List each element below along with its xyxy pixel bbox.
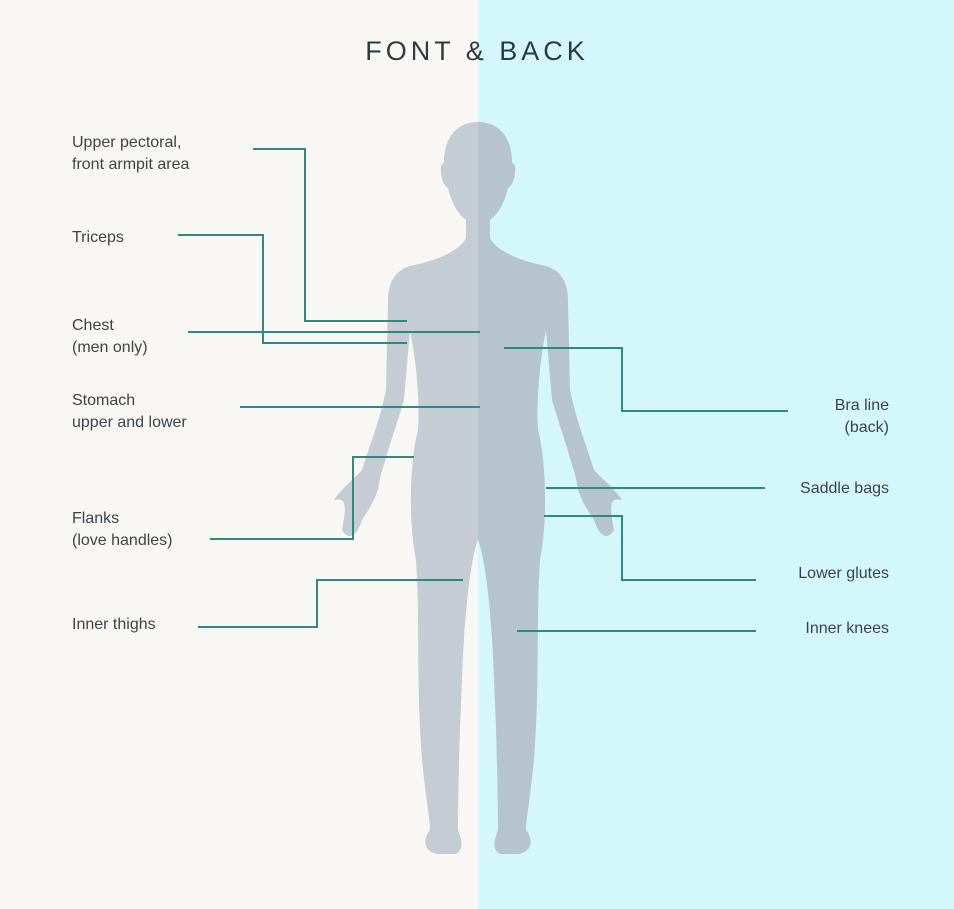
- label-bra-line: Bra line (back): [835, 395, 889, 439]
- label-line: front armpit area: [72, 156, 190, 173]
- leader-flanks: [210, 456, 414, 540]
- label-line: Bra line: [834, 397, 889, 414]
- leader-lower-glutes: [544, 515, 756, 581]
- label-line: Flanks: [72, 510, 120, 527]
- label-line: Stomach: [72, 392, 136, 409]
- leader-upper-pectoral: [253, 148, 407, 322]
- label-line: Saddle bags: [800, 480, 889, 497]
- label-line: (back): [844, 419, 889, 436]
- label-line: Inner knees: [805, 620, 889, 637]
- leader-lines: [178, 148, 788, 632]
- leader-bra-line: [504, 347, 788, 412]
- label-stomach: Stomach upper and lower: [72, 390, 187, 434]
- label-line: (love handles): [72, 532, 173, 549]
- label-line: (men only): [72, 339, 148, 356]
- label-inner-knees: Inner knees: [805, 618, 889, 640]
- label-chest: Chest (men only): [72, 315, 148, 359]
- label-line: Inner thighs: [72, 616, 156, 633]
- label-line: Lower glutes: [798, 565, 889, 582]
- label-saddle-bags: Saddle bags: [800, 478, 889, 500]
- back-panel: [478, 0, 954, 909]
- label-upper-pectoral: Upper pectoral, front armpit area: [72, 132, 189, 176]
- label-flanks: Flanks (love handles): [72, 508, 173, 552]
- label-triceps: Triceps: [72, 227, 124, 249]
- front-panel: [0, 0, 478, 909]
- label-line: upper and lower: [72, 414, 187, 431]
- label-lower-glutes: Lower glutes: [798, 563, 889, 585]
- page-title: FONT & BACK: [365, 36, 589, 66]
- label-line: Chest: [72, 317, 114, 334]
- leader-triceps: [178, 234, 407, 344]
- label-inner-thighs: Inner thighs: [72, 614, 156, 636]
- leader-inner-thighs: [198, 579, 463, 628]
- label-line: Triceps: [72, 229, 124, 246]
- label-line: Upper pectoral,: [72, 134, 182, 151]
